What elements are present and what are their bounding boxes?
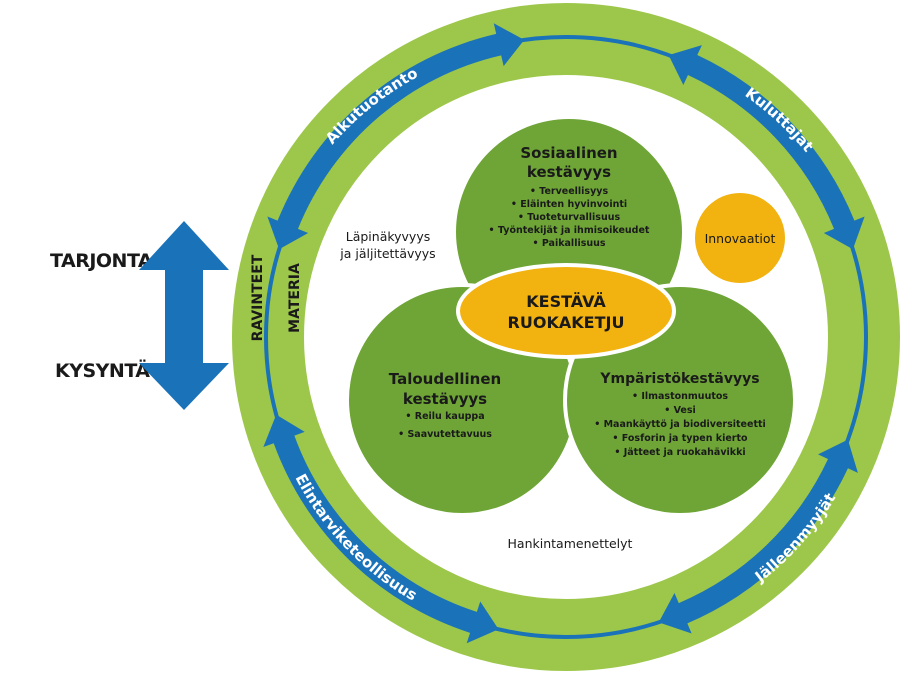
- environmental-title: Ympäristökestävyys: [599, 371, 759, 387]
- environmental-item: • Vesi: [664, 405, 696, 416]
- center-ellipse: [456, 263, 676, 359]
- procurement-label: Hankintamenettelyt: [508, 536, 633, 551]
- social-title-line1: Sosiaalinen: [520, 144, 617, 162]
- economic-title-line1: Taloudellinen: [389, 370, 501, 388]
- flow-arcs: [263, 23, 865, 644]
- environmental-item: • Ilmastonmuutos: [632, 391, 728, 402]
- demand-label: KYSYNTÄ: [55, 360, 150, 382]
- social-item: • Tuoteturvallisuus: [518, 212, 621, 223]
- ring-label-ravinteet: RAVINTEET: [250, 254, 266, 341]
- flow-arc-alkutuotanto: [267, 23, 525, 250]
- center-title-line1: KESTÄVÄ: [526, 292, 606, 311]
- environmental-item: • Fosforin ja typen kierto: [612, 433, 748, 444]
- innovation-circle: [695, 193, 785, 283]
- center-title-line2: RUOKAKETJU: [508, 313, 625, 332]
- transparency-label-line1: Läpinäkyvyys: [346, 229, 431, 244]
- social-item: • Työntekijät ja ihmisoikeudet: [489, 225, 650, 236]
- double-headed-vertical-arrow-icon: [139, 221, 229, 410]
- environmental-item: • Jätteet ja ruokahävikki: [614, 447, 745, 458]
- social-title-line2: kestävyys: [527, 163, 611, 181]
- economic-item: • Saavutettavuus: [398, 429, 492, 440]
- supply-label: TARJONTA: [50, 250, 153, 272]
- economic-item: • Reilu kauppa: [405, 411, 484, 422]
- innovation-label: Innovaatiot: [705, 231, 776, 246]
- transparency-label-line2: ja jäljitettävyys: [339, 246, 435, 261]
- economic-title-line2: kestävyys: [403, 390, 487, 408]
- social-item: • Eläinten hyvinvointi: [511, 199, 627, 210]
- social-item: • Paikallisuus: [532, 238, 605, 249]
- ring-label-materia: MATERIA: [287, 263, 303, 333]
- social-item: • Terveellisyys: [530, 186, 609, 197]
- flow-arc-jalleenmyyjat: [658, 439, 858, 634]
- flow-arc-kuluttajat: [668, 45, 865, 250]
- environmental-item: • Maankäyttö ja biodiversiteetti: [594, 419, 766, 430]
- flow-line: [264, 35, 868, 639]
- flow-arc-elintarviketeollisuus: [263, 414, 499, 644]
